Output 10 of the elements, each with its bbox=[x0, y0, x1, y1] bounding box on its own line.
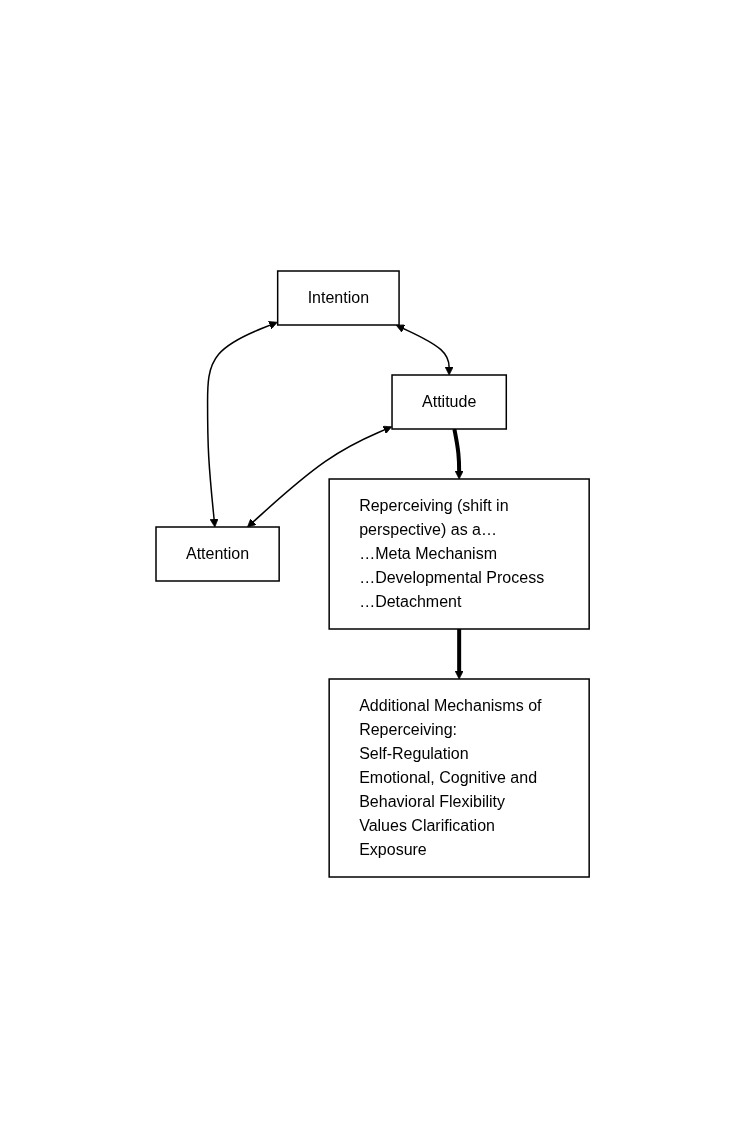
arrow bbox=[454, 629, 464, 680]
node-box: Intention bbox=[276, 270, 400, 326]
node-box: Additional Mechanisms of Reperceiving: Self-Regulation Emotional, Cognitive and Behavioral Flexibility Values Clarification Exposure bbox=[328, 678, 590, 878]
arrow bbox=[395, 324, 454, 376]
node-box: Reperceiving (shift in perspective) as a… …Meta Mechanism …Developmental Process …Detachment bbox=[328, 478, 590, 630]
arrow bbox=[452, 428, 464, 480]
arrow bbox=[206, 321, 278, 528]
arrow bbox=[247, 425, 392, 528]
node-box: Attention bbox=[155, 526, 280, 582]
node-box: Attitude bbox=[391, 374, 507, 430]
